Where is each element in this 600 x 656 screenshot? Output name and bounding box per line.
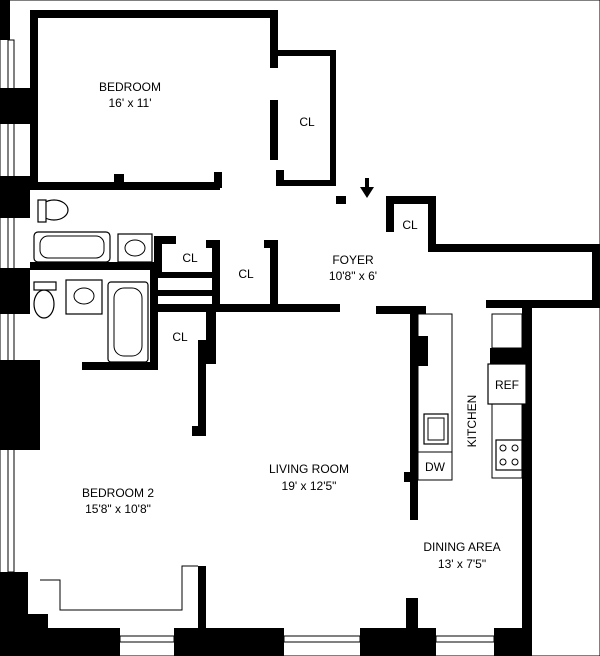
- wall-bedroom-left: [30, 10, 38, 190]
- closet-label-5: CL: [172, 330, 188, 344]
- refrigerator: [487, 363, 527, 405]
- wall-cl4-right: [428, 196, 436, 248]
- wall-cl2-left: [212, 240, 220, 310]
- closet-label-4: CL: [238, 267, 254, 281]
- bathtub-1: [33, 231, 111, 263]
- wall-bump-2: [214, 172, 222, 188]
- window-bottom-3: [435, 635, 495, 643]
- wall-left-pier-4: [0, 360, 40, 450]
- sink-1-bowl: [124, 239, 146, 257]
- wall-left-pier-1: [0, 88, 30, 124]
- wall-hall-top: [428, 244, 600, 252]
- wall-cl4-left: [386, 196, 394, 232]
- wall-stub-bottom-1: [198, 566, 206, 630]
- room-dims-bedroom2: 15'8" x 10'8": [85, 502, 151, 516]
- wall-bath2-right: [150, 270, 158, 370]
- toilet-1-tank: [37, 199, 47, 223]
- burner-1: [499, 444, 507, 452]
- burner-3: [499, 458, 507, 466]
- wall-bath2-bottom: [82, 362, 158, 370]
- wall-bottom-pier-1: [28, 628, 120, 656]
- wall-left-bottom: [0, 572, 28, 656]
- sink-2: [65, 279, 103, 315]
- wall-left-pier-2: [0, 176, 30, 218]
- room-dims-foyer: 10'8" x 6': [329, 269, 377, 283]
- closet-label-3: CL: [182, 251, 198, 265]
- kitchen-sink-basin: [427, 417, 445, 441]
- wall-closet-upper: [270, 10, 278, 68]
- wall-cl2-right: [270, 240, 278, 310]
- wall-cl3-top: [150, 290, 214, 296]
- wall-closet-top: [276, 50, 336, 56]
- bathtub-2-basin: [113, 287, 143, 357]
- wall-bottom-right-corner: [494, 628, 532, 656]
- wall-closet-stub: [276, 170, 284, 184]
- room-name-kitchen: KITCHEN: [465, 395, 479, 448]
- bathtub-1-basin: [39, 235, 105, 259]
- wall-cl3-block: [198, 340, 216, 364]
- window-bottom-2: [283, 635, 361, 643]
- fixtures: [33, 199, 527, 611]
- entrance-arrow-icon: [360, 178, 374, 198]
- wall-hall-end: [592, 244, 600, 304]
- appliance-label-dw: DW: [425, 460, 446, 474]
- room-name-living: LIVING ROOM: [269, 462, 349, 476]
- wall-kitchen-nub: [418, 336, 428, 366]
- wall-bump-1: [114, 174, 124, 184]
- wall-bath-divider: [30, 262, 160, 270]
- wall-closet-bottom: [276, 180, 336, 186]
- counter-right-upper: [491, 313, 523, 349]
- wall-stub-bottom-2: [406, 598, 418, 630]
- room-dims-living: 19' x 12'5": [282, 479, 337, 493]
- room-name-bedroom: BEDROOM: [99, 80, 161, 94]
- window-bottom-1: [119, 635, 175, 643]
- wall-bath-right: [154, 236, 162, 278]
- wall-closet-left: [270, 100, 278, 160]
- closet-label-1: CL: [299, 115, 315, 129]
- wall-cl3-right: [206, 304, 216, 364]
- room-dims-dining: 13' x 7'5": [438, 557, 486, 571]
- wall-right-exterior: [522, 304, 532, 656]
- wall-bottom-pier-2: [174, 628, 284, 656]
- closet-label-2: CL: [402, 218, 418, 232]
- toilet-2: [33, 289, 55, 319]
- wall-hall-bottom: [486, 300, 600, 308]
- wall-living-top: [150, 304, 340, 312]
- built-in-ledge: [40, 565, 198, 611]
- wall-bottom-pier-3: [360, 628, 436, 656]
- wall-kitchen-top: [376, 306, 426, 314]
- wall-kitchen-left: [410, 310, 418, 520]
- appliance-label-ref: REF: [495, 378, 519, 392]
- window-left-strip: [7, 39, 15, 573]
- wall-bedroom-bottom: [30, 182, 220, 190]
- wall-partition: [198, 362, 206, 436]
- wall-ref-nub: [490, 348, 526, 364]
- wall-door-jamb-right: [386, 196, 436, 204]
- wall-cl1-bottom: [156, 272, 220, 278]
- room-dims-bedroom: 16' x 11': [108, 96, 151, 110]
- wall-partition-foot: [192, 426, 206, 436]
- wall-closet-right: [330, 50, 336, 186]
- bathtub-2: [107, 281, 149, 363]
- room-name-bedroom2: BEDROOM 2: [82, 486, 154, 500]
- room-name-foyer: FOYER: [332, 253, 374, 267]
- burner-2: [511, 444, 519, 452]
- wall-bedroom-top: [30, 10, 276, 18]
- wall-left-top: [0, 0, 10, 40]
- wall-cl1-top: [162, 236, 176, 244]
- wall-kitchen-foot: [404, 472, 418, 482]
- wall-left-pier-3: [0, 268, 30, 314]
- dishwasher-box: [417, 451, 453, 481]
- burner-4: [511, 458, 519, 466]
- room-name-dining: DINING AREA: [423, 540, 500, 554]
- wall-door-jamb-left: [336, 196, 346, 204]
- sink-2-bowl: [73, 287, 95, 305]
- stove: [495, 439, 523, 471]
- sink-1: [117, 233, 153, 263]
- toilet-2-tank: [33, 281, 57, 291]
